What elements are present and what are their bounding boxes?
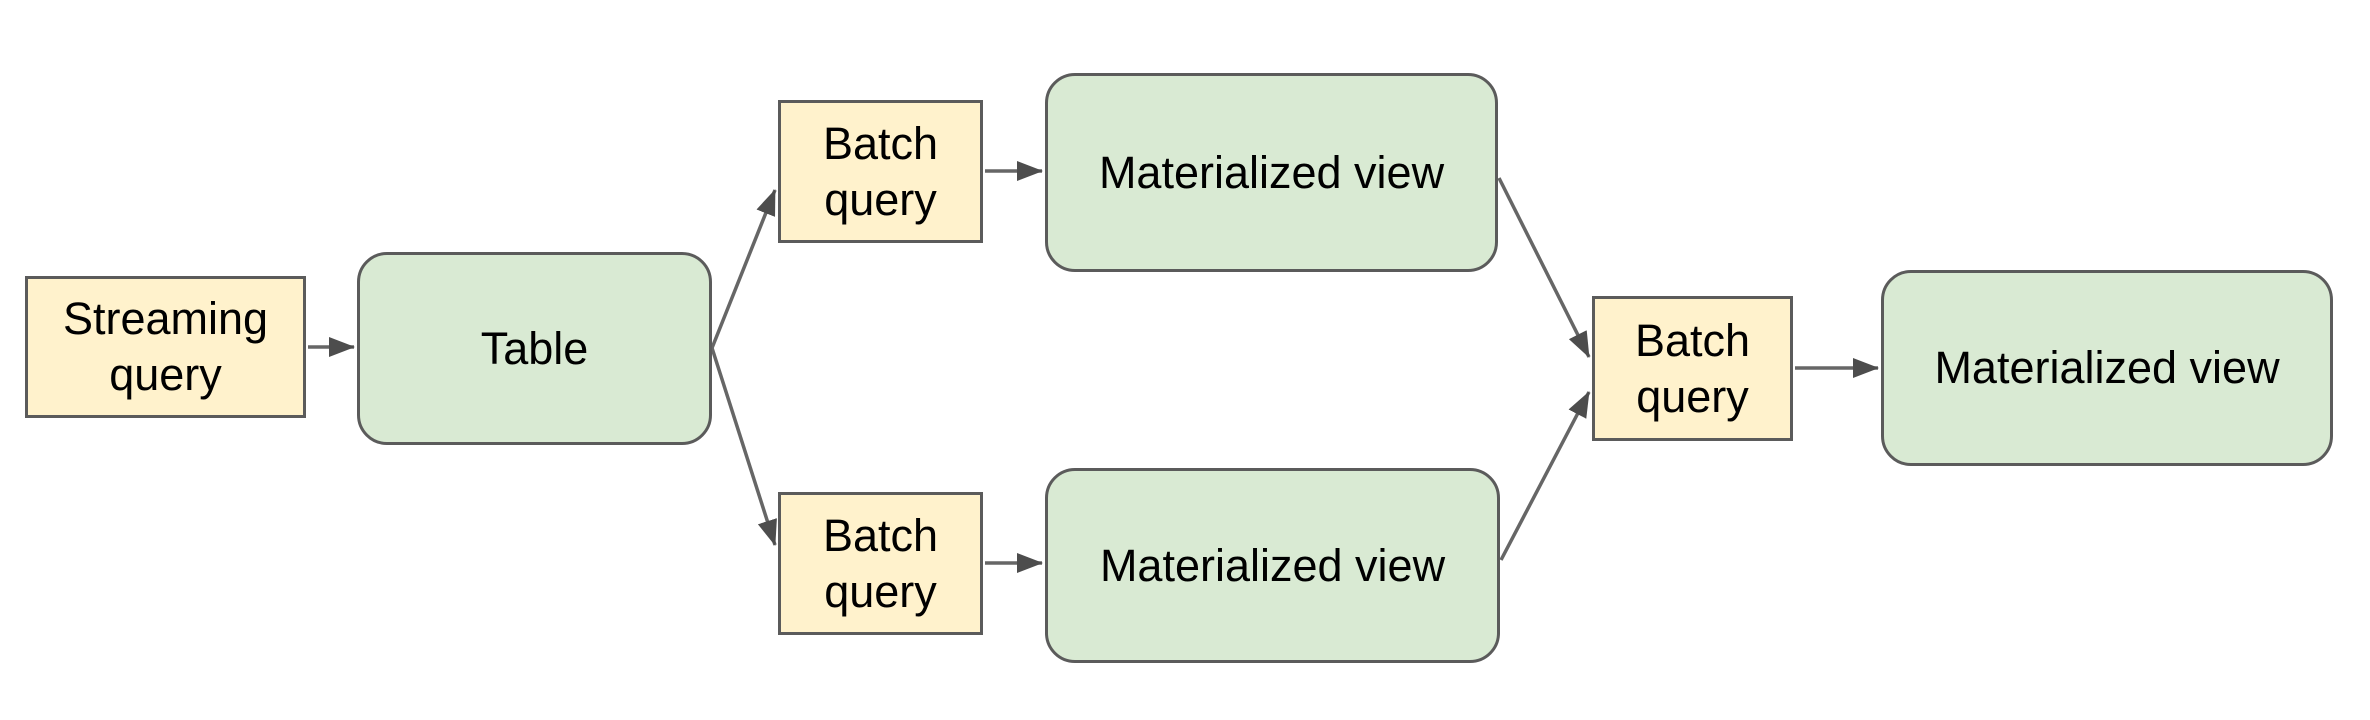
node-streaming-query: Streaming query bbox=[25, 276, 306, 418]
node-streaming-query-label: Streaming query bbox=[62, 293, 269, 400]
node-batch-query-top: Batch query bbox=[778, 100, 983, 243]
edge-materialized-view-top-to-batch-query-right bbox=[1497, 177, 1591, 358]
node-materialized-view-right: Materialized view bbox=[1881, 270, 2333, 466]
node-table: Table bbox=[357, 252, 712, 445]
node-materialized-view-top-label: Materialized view bbox=[1098, 146, 1445, 198]
node-materialized-view-top: Materialized view bbox=[1045, 73, 1498, 272]
node-batch-query-right-label: Batch query bbox=[1634, 314, 1751, 422]
node-batch-query-bottom-label: Batch query bbox=[822, 509, 939, 617]
node-materialized-view-bottom: Materialized view bbox=[1045, 468, 1500, 663]
node-materialized-view-bottom-label: Materialized view bbox=[1099, 539, 1446, 591]
node-batch-query-top-label: Batch query bbox=[822, 117, 939, 225]
edge-table-to-batch-query-top bbox=[710, 189, 777, 349]
node-batch-query-right: Batch query bbox=[1592, 296, 1793, 441]
edge-table-to-batch-query-bottom bbox=[710, 347, 777, 546]
node-batch-query-bottom: Batch query bbox=[778, 492, 983, 635]
node-materialized-view-right-label: Materialized view bbox=[1934, 342, 2280, 393]
edge-materialized-view-bottom-to-batch-query-right bbox=[1499, 391, 1591, 561]
node-table-label: Table bbox=[480, 322, 589, 374]
